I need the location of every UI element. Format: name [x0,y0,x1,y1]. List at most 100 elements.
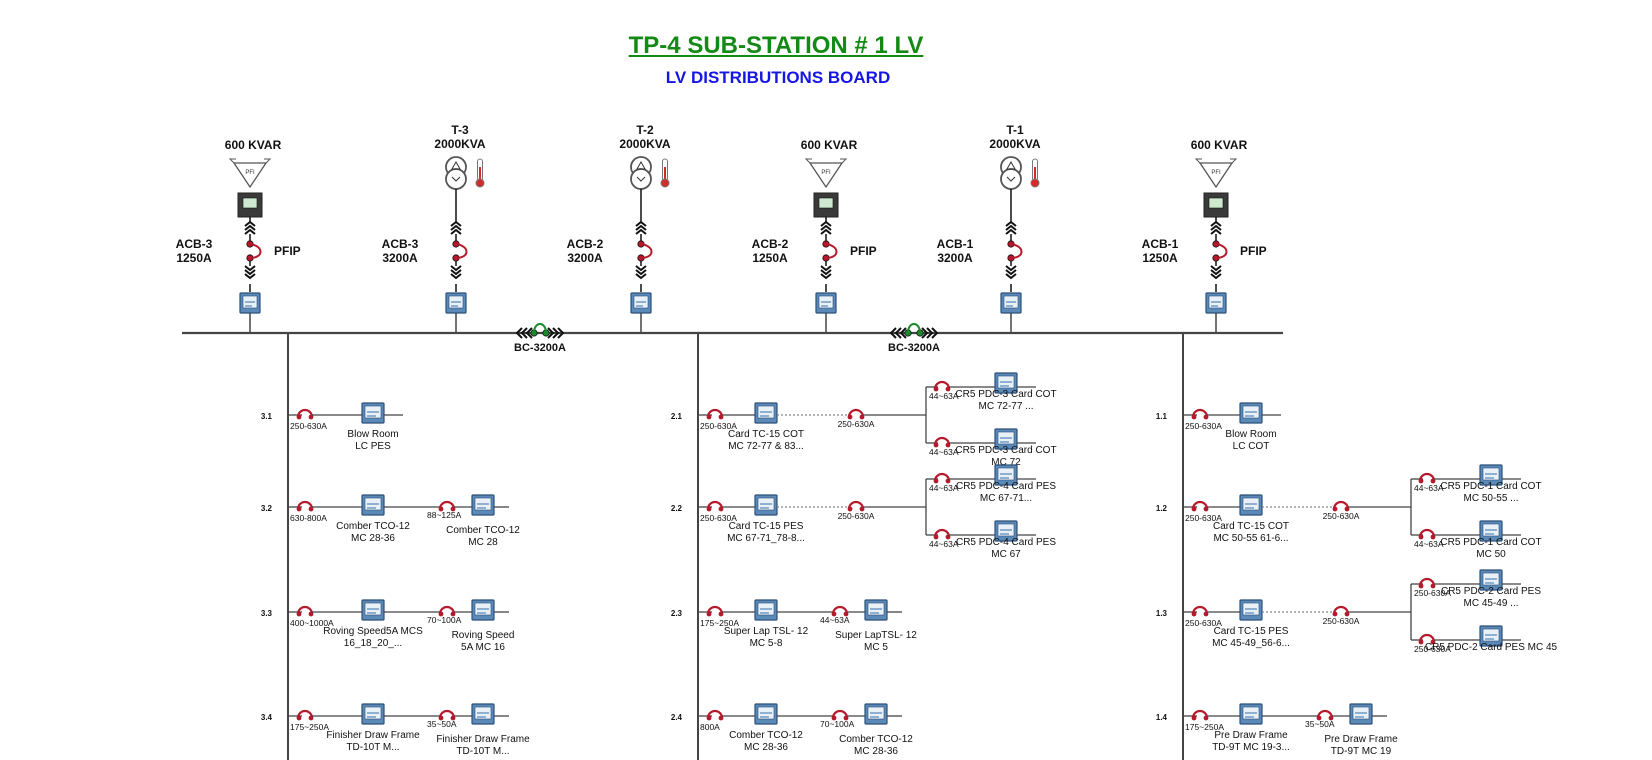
feeder-breaker-icon [296,605,314,617]
chevron-right-icon [557,327,565,339]
breaker-contact [1203,506,1209,512]
breaker-contact [847,506,853,512]
mid-rating: 250-630A [838,511,875,521]
feeder-load-detail: LC PES [355,441,391,452]
chevron-down-icon [820,273,832,280]
breaker-contact [1191,414,1197,420]
chevron-right-icon [547,327,555,339]
capacitor-bank-icon: PFI [1194,158,1238,218]
branch-meter-icon [1479,625,1503,647]
feeder-load-name: Blow Room [347,429,398,440]
breaker-contact [1418,534,1424,540]
chevron-down-icon [450,269,462,276]
acb-arm [455,243,468,259]
acb-rating: 3200A [567,251,603,265]
branch-breaker-icon [933,436,951,448]
acb-rating: 1250A [176,251,212,265]
delta-mark [451,160,461,170]
bus-coupler: BC-3200A [888,323,940,354]
feeder-load-name: Blow Room [1225,429,1276,440]
chevron-up-icon [244,220,256,227]
sub-meter-icon [864,599,888,621]
breaker-contact [438,611,444,617]
feeder-load-detail: TD-9T MC 19-3... [1212,742,1290,753]
chevron-up-icon [820,228,832,235]
transformer-icon [445,156,485,190]
feeder-id: 1.2 [1156,504,1168,513]
triangle [232,162,268,189]
feeder-meter-icon [754,599,778,621]
chevron-up-icon [1210,220,1222,227]
tick [1230,158,1238,164]
branch-rating: 44~63A [929,483,959,493]
coupler-arm [907,323,921,334]
branch-load-name: CR5 PDC-2 Card PES MC 45 [1425,642,1558,653]
sub-load-name: Finisher Draw Frame [436,734,530,745]
incomer-meter-icon [1205,292,1227,314]
acb-name: ACB-1 [937,237,974,251]
breaker-contact [450,611,456,617]
breaker-contact [296,715,302,721]
chevron-left-icon [520,327,528,339]
sub-load-name: Pre Draw Frame [1324,734,1398,745]
capacitor-tag: PFI [245,170,255,176]
transformer-name: T-3 [451,123,469,137]
breaker-contact [1191,611,1197,617]
breaker-contact [718,506,724,512]
feeder-meter-icon [361,599,385,621]
feeder-meter-icon [754,494,778,516]
breaker-contact [1418,639,1424,645]
chevron-down-icon [820,265,832,272]
triangle [808,162,844,189]
branch-meter-icon [1479,464,1503,486]
breaker-contact [1203,715,1209,721]
sub-breaker-icon [438,500,456,512]
feeder-breaker-icon [1191,500,1209,512]
branch-meter-icon [994,372,1018,394]
branch-load-name: CR5 PDC-4 Card PES [956,537,1056,548]
chevron-right-icon [552,327,560,339]
acb-arm [249,243,262,259]
pfc-screen [242,197,258,209]
feeder-load-detail: MC 28-36 [744,742,788,753]
feeder-load-detail: MC 67-71_78-8... [727,533,805,544]
chevron-up-icon [1210,228,1222,235]
acb-rating: 1250A [752,251,788,265]
triangle [1198,162,1234,189]
feeder-meter-icon [1239,599,1263,621]
breaker-contact [831,611,837,617]
chevron-up-icon [820,220,832,227]
branch-breaker-icon [933,528,951,540]
branch-load-detail: MC 50-55 ... [1463,493,1518,504]
chevron-down-icon [450,265,462,272]
sub-meter-icon [471,599,495,621]
branch-load-name: CR5 PDC-3 Card COT [955,445,1056,456]
transformer-rating: 2000KVA [434,137,485,151]
thermometer-bulb [660,178,670,188]
chevron-down-icon [244,273,256,280]
feeder-id: 3.2 [261,504,273,513]
branch-load-name: CR5 PDC-4 Card PES [956,481,1056,492]
wye-mark [1006,176,1016,182]
coupler-label: BC-3200A [514,342,566,354]
thermometer-level [664,167,666,181]
sub-load-name: Roving Speed [452,630,515,641]
pfc-screen [1208,197,1224,209]
tick [228,158,236,164]
breaker-contact [718,414,724,420]
acb-rating: 3200A [937,251,973,265]
branch-load-detail: MC 72-77 ... [978,401,1033,412]
feeder-meter-icon [754,703,778,725]
feeder-breaker-icon [706,709,724,721]
feeder-load-name: Card TC-15 PES [1214,626,1289,637]
chevron-up-icon [450,220,462,227]
winding [445,168,467,190]
mid-rating: 250-630A [1323,616,1360,626]
feeder-breaker-icon [706,500,724,512]
chevron-left-icon [525,327,533,339]
delta-mark [1006,160,1016,170]
feeder-breaker-icon [706,605,724,617]
chevron-left-icon [899,327,907,339]
